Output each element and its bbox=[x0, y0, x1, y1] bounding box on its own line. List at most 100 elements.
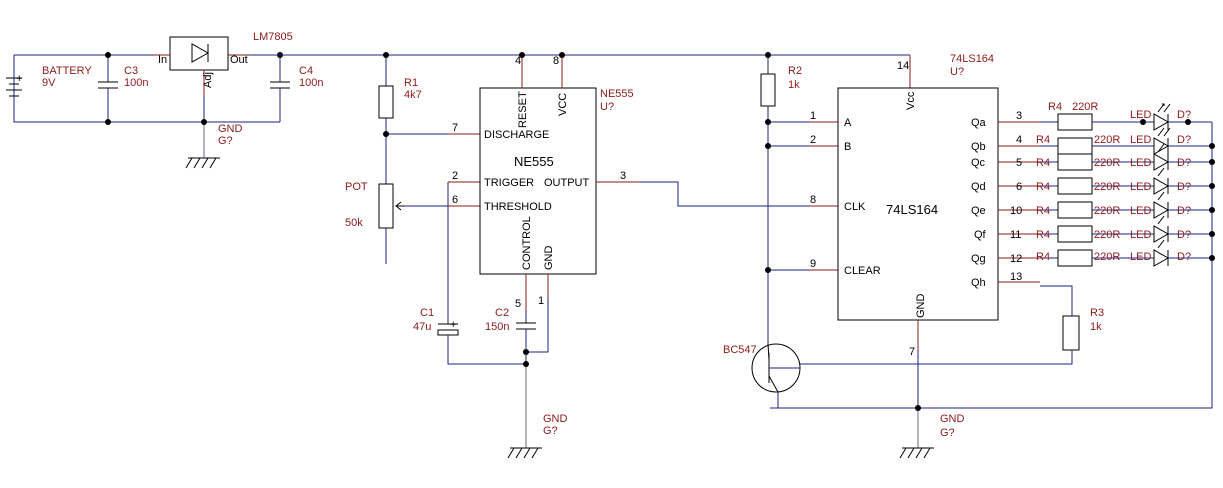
ne555-discharge-label: DISCHARGE bbox=[484, 129, 549, 141]
r2-ref: R2 bbox=[788, 65, 802, 77]
ground-symbol-3 bbox=[899, 408, 934, 459]
led-row-4: R4 220R LED D? bbox=[1036, 177, 1212, 195]
regulator-in-label: In bbox=[158, 54, 167, 66]
resistor-r2 bbox=[760, 55, 776, 324]
pot-ref: POT bbox=[345, 181, 368, 193]
ne555-output-label: OUTPUT bbox=[544, 177, 590, 189]
ic164-clear-label: CLEAR bbox=[844, 265, 881, 277]
ic164-qg-label: Qg bbox=[971, 253, 986, 265]
led-row-7-r-value: 220R bbox=[1094, 251, 1120, 263]
led-row-1-led-ref: LED bbox=[1130, 109, 1151, 121]
r1-ref: R1 bbox=[404, 77, 418, 89]
led-row-6-r-ref: R4 bbox=[1036, 229, 1050, 241]
ic164-pin-qc: 5 bbox=[1016, 157, 1022, 169]
ne555-pin-control: 5 bbox=[515, 298, 521, 310]
c2-ref: C2 bbox=[495, 307, 509, 319]
ic164-name: 74LS164 bbox=[886, 202, 938, 217]
gnd3-value: G? bbox=[940, 427, 955, 439]
led-diode bbox=[1153, 113, 1170, 131]
led-row-1-r-ref: R4 bbox=[1048, 101, 1062, 113]
gnd1-value: G? bbox=[218, 135, 233, 147]
c4-ref: C4 bbox=[299, 65, 313, 77]
led-row-5-d-ref: D? bbox=[1177, 205, 1191, 217]
ic164-pin-qe: 10 bbox=[1010, 205, 1022, 217]
ic164-pin-clear: 9 bbox=[810, 258, 816, 270]
ic164-pin-vcc: 14 bbox=[897, 60, 909, 72]
led-resistor bbox=[1057, 249, 1093, 267]
r1-value: 4k7 bbox=[404, 89, 422, 101]
led-diode bbox=[1153, 137, 1170, 155]
ne555-threshold-label: THRESHOLD bbox=[484, 201, 552, 213]
led-row-3-d-ref: D? bbox=[1177, 157, 1191, 169]
gnd2-value: G? bbox=[543, 425, 558, 437]
ic164-qa-label: Qa bbox=[971, 117, 987, 129]
led-row-5-r-ref: R4 bbox=[1036, 205, 1050, 217]
ic164-pin-b: 2 bbox=[810, 134, 816, 146]
battery-ref: BATTERY bbox=[42, 65, 92, 77]
led-row-2-r-value: 220R bbox=[1094, 134, 1120, 146]
ground-symbol-2 bbox=[507, 352, 542, 459]
ne555-designator: U? bbox=[600, 101, 614, 113]
r2-value: 1k bbox=[788, 79, 800, 91]
ne555-name: NE555 bbox=[514, 154, 554, 169]
led-resistor bbox=[1057, 113, 1093, 131]
resistor-r1 bbox=[378, 55, 394, 184]
shift-register-section: R2 1k 14 74LS164 74LS164 U? Vcc A B CLK … bbox=[723, 52, 1213, 459]
led-row-7: R4 220R LED D? bbox=[1036, 249, 1212, 267]
c1-plus-sign: + bbox=[450, 319, 456, 331]
battery-value: 9V bbox=[42, 77, 56, 89]
led-row-4-d-ref: D? bbox=[1177, 181, 1191, 193]
c1-value: 47u bbox=[413, 321, 431, 333]
led-row-6-d-ref: D? bbox=[1177, 229, 1191, 241]
power-supply-section: + BATTERY 9V C3 100n LM7805 In Out Adj bbox=[6, 31, 323, 169]
led-row-6: R4 220R LED D? bbox=[1036, 225, 1212, 243]
led-diode bbox=[1153, 201, 1170, 219]
led-row-6-r-value: 220R bbox=[1094, 229, 1120, 241]
led-row-5-led-ref: LED bbox=[1130, 205, 1151, 217]
led-row-5-r-value: 220R bbox=[1094, 205, 1120, 217]
ic164-clk-label: CLK bbox=[844, 201, 866, 213]
led-diode bbox=[1153, 249, 1170, 267]
ne555-ref: NE555 bbox=[600, 88, 634, 100]
led-row-1-r-value: 220R bbox=[1072, 101, 1098, 113]
led-row-7-d-ref: D? bbox=[1177, 251, 1191, 263]
ic164-qe-label: Qe bbox=[971, 205, 986, 217]
led-row-6-led-ref: LED bbox=[1130, 229, 1151, 241]
regulator-lm7805 bbox=[154, 36, 250, 122]
r3-ref: R3 bbox=[1090, 307, 1104, 319]
led-diode bbox=[1153, 225, 1170, 243]
ic164-pin-qh: 13 bbox=[1010, 271, 1022, 283]
ne555-gnd-label: GND bbox=[543, 246, 555, 271]
led-row-3-r-value: 220R bbox=[1094, 157, 1120, 169]
ic164-b-label: B bbox=[844, 141, 851, 153]
battery: + bbox=[6, 73, 22, 97]
r3-value: 1k bbox=[1090, 321, 1102, 333]
ic164-vcc-label: Vcc bbox=[905, 91, 917, 110]
ne555-pin-vcc: 8 bbox=[553, 55, 559, 67]
resistor-r3 bbox=[800, 315, 1080, 365]
ic164-designator: U? bbox=[950, 66, 964, 78]
ic164-qh-label: Qh bbox=[971, 277, 986, 289]
led-resistor bbox=[1057, 153, 1093, 171]
ne555-trigger-label: TRIGGER bbox=[484, 177, 534, 189]
led-diode bbox=[1153, 177, 1170, 195]
ic164-pin-qf: 11 bbox=[1010, 229, 1021, 241]
ne555-pin-gnd: 1 bbox=[538, 295, 544, 307]
potentiometer bbox=[378, 183, 448, 264]
ic164-gnd-label: GND bbox=[915, 294, 927, 319]
ic164-pin-clk: 8 bbox=[810, 194, 816, 206]
led-diode bbox=[1153, 153, 1170, 171]
led-row-4-led-ref: LED bbox=[1130, 181, 1151, 193]
ic164-body bbox=[837, 87, 999, 321]
ne555-pin-threshold: 6 bbox=[452, 194, 458, 206]
regulator-adj-label: Adj bbox=[202, 72, 214, 88]
led-light-arrows bbox=[1157, 103, 1171, 249]
gnd3-ref: GND bbox=[940, 413, 965, 425]
ic164-pin-qg: 12 bbox=[1010, 253, 1022, 265]
led-row-7-led-ref: LED bbox=[1130, 251, 1151, 263]
capacitor-c4 bbox=[270, 55, 290, 122]
led-row-1-d-ref: D? bbox=[1177, 109, 1191, 121]
c4-value: 100n bbox=[299, 77, 323, 89]
c3-value: 100n bbox=[124, 77, 148, 89]
